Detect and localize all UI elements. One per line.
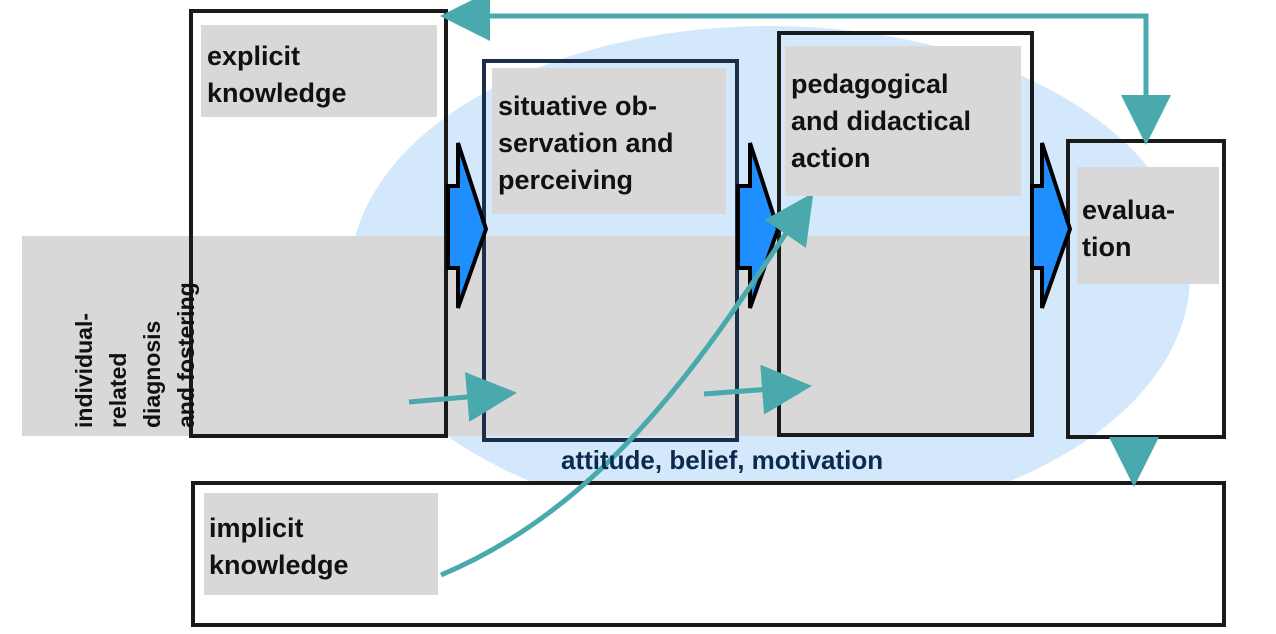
arrow-to-situative [408, 372, 517, 422]
explicit-knowledge-line-1: explicit [207, 41, 301, 71]
individual-line-1: individual- [71, 313, 97, 428]
individual-line-3: diagnosis [139, 320, 165, 428]
situative-line-1: situative ob- [498, 91, 658, 121]
individual-line-2: related [105, 352, 131, 428]
arrow-to-pedagogical [703, 364, 812, 415]
implicit-knowledge-line-1: implicit [209, 513, 304, 543]
pedagogical-label-box [785, 46, 1021, 196]
pedagogical-line-1: pedagogical [791, 69, 949, 99]
situative-line-3: perceiving [498, 165, 634, 195]
pedagogical-action-label: pedagogical and didactical action [791, 66, 1021, 177]
evaluation-label: evalua- tion [1082, 192, 1218, 266]
individual-related-label-area: individual- related diagnosis and foster… [22, 236, 199, 436]
evaluation-label-box [1077, 167, 1219, 284]
implicit-knowledge-line-2: knowledge [209, 550, 349, 580]
attitude-belief-motivation-label: attitude, belief, motivation [561, 445, 884, 475]
explicit-knowledge-label: explicit knowledge [207, 38, 437, 112]
explicit-knowledge-label-box [201, 25, 437, 117]
chevron-arrow-3 [1030, 142, 1073, 309]
chevron-arrow-1 [446, 142, 489, 309]
individual-related-label: individual- related diagnosis and foster… [67, 228, 203, 428]
evaluation-line-1: evalua- [1082, 195, 1176, 225]
individual-line-4: and fostering [173, 282, 199, 428]
situative-line-2: servation and [498, 128, 674, 158]
explicit-knowledge-line-2: knowledge [207, 78, 347, 108]
situative-observation-label: situative ob- servation and perceiving [498, 88, 726, 199]
implicit-knowledge-label-box [204, 493, 438, 595]
implicit-to-pedagogical-curve [440, 192, 814, 578]
pedagogical-line-3: action [791, 143, 871, 173]
pedagogical-line-2: and didactical [791, 106, 972, 136]
implicit-knowledge-label: implicit knowledge [209, 510, 437, 584]
situative-label-box [492, 68, 726, 214]
evaluation-line-2: tion [1082, 232, 1132, 262]
